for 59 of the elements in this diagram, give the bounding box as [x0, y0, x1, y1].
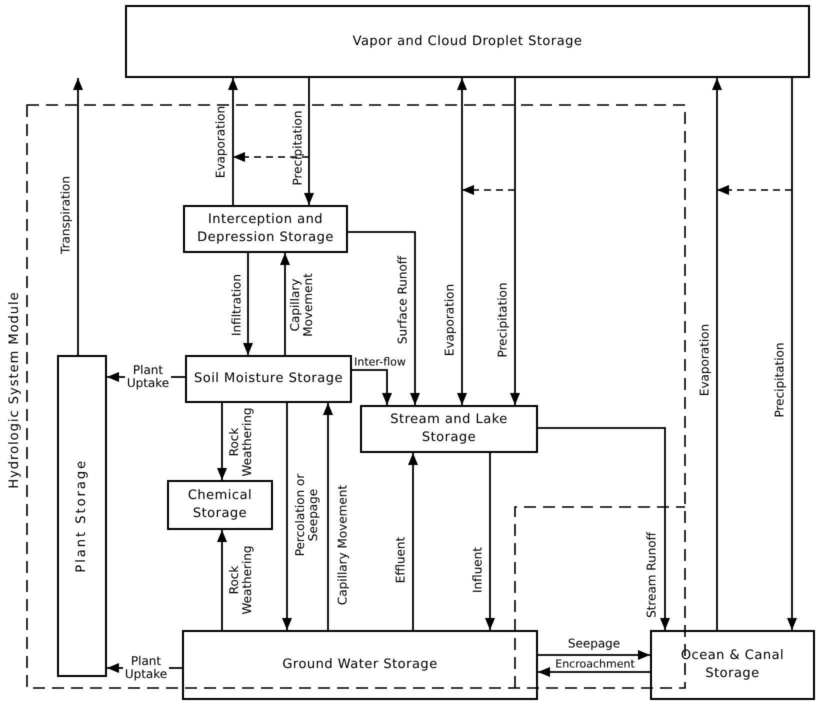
storage-box — [125, 5, 810, 78]
storage-box — [182, 630, 538, 700]
arrow — [408, 453, 418, 630]
storage-box — [183, 205, 348, 253]
edge-label: Capillary Movement — [336, 484, 350, 606]
arrow — [243, 253, 253, 355]
arrow — [510, 78, 520, 405]
arrow — [217, 403, 227, 480]
edge-label: Inter-flow — [354, 356, 406, 368]
box-label: Ocean & Canal Storage — [680, 647, 786, 683]
edge-label: Stream Runoff — [646, 532, 658, 618]
arrow — [712, 78, 722, 630]
edge-label: Evaporation — [444, 284, 456, 356]
edge-label: Effluent — [394, 536, 408, 584]
arrow — [485, 453, 495, 630]
arrow — [228, 78, 238, 205]
edge-label: Rock Weathering — [228, 544, 254, 617]
edge-label: Precipitation — [292, 110, 304, 186]
module-label: Hydrologic System Module — [6, 291, 24, 489]
edge-label: Precipitation — [774, 342, 786, 418]
storage-box — [167, 480, 273, 530]
arrow — [787, 78, 797, 630]
edge-label: Capillary Movement — [289, 272, 315, 339]
arrow — [538, 650, 650, 660]
arrow — [217, 530, 227, 630]
edge-label: Influent — [472, 547, 484, 593]
box-label: Soil Moisture Storage — [192, 370, 344, 388]
edge-label: Plant Uptake — [123, 655, 169, 681]
box-label: Ground Water Storage — [281, 656, 439, 674]
box-label: Chemical Storage — [186, 487, 254, 523]
arrow — [304, 78, 314, 205]
edge-label: Seepage — [568, 638, 620, 650]
arrow — [538, 667, 650, 677]
arrow — [73, 78, 83, 355]
arrow — [457, 78, 467, 405]
arrow — [280, 253, 290, 355]
box-label: Interception and Depression Storage — [196, 211, 335, 247]
edge-label: Percolation or Seepage — [294, 472, 320, 558]
arrow — [282, 403, 292, 630]
edge-label: Rock Weathering — [228, 406, 254, 478]
edge-label: Surface Runoff — [396, 256, 410, 344]
edge-label: Evaporation — [214, 106, 228, 178]
box-label: Plant Storage — [73, 459, 90, 573]
edge-label: Encroachment — [555, 658, 635, 670]
arrow — [352, 369, 392, 405]
edge-label: Plant Uptake — [125, 364, 171, 390]
storage-box — [650, 630, 815, 700]
arrow — [538, 427, 670, 630]
storage-box — [360, 405, 538, 453]
storage-box — [57, 355, 107, 677]
box-label: Stream and Lake Storage — [389, 411, 509, 447]
edge-label: Infiltration — [230, 274, 244, 336]
box-label: Vapor and Cloud Droplet Storage — [352, 32, 584, 50]
arrow — [348, 231, 420, 405]
edge-label: Precipitation — [496, 282, 510, 358]
edge-label: Transpiration — [60, 176, 72, 254]
storage-box — [185, 355, 352, 403]
arrow — [323, 403, 333, 630]
edge-label: Evaporation — [698, 324, 712, 396]
